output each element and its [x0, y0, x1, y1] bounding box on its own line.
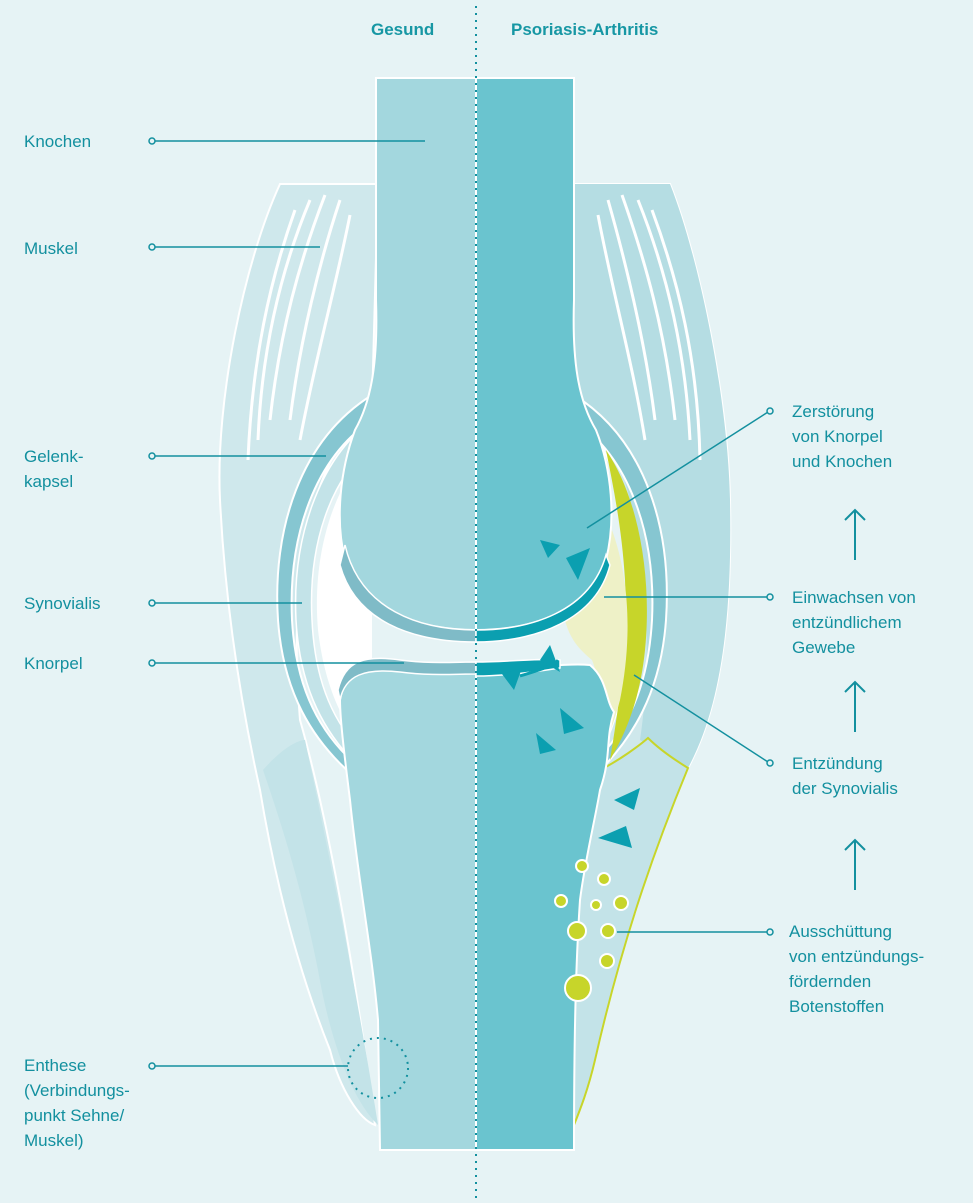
header-healthy: Gesund — [371, 20, 434, 40]
label-knorpel: Knorpel — [24, 651, 83, 676]
up-arrows — [845, 510, 865, 890]
leader-dots-left — [149, 138, 155, 1069]
header-psoriatic-arthritis: Psoriasis-Arthritis — [511, 20, 658, 40]
arrow-up-icon — [845, 682, 865, 732]
label-gelenkkapsel: Gelenk- kapsel — [24, 444, 84, 494]
label-muskel: Muskel — [24, 236, 78, 261]
messenger-dot-icon — [614, 896, 628, 910]
messenger-dot-icon — [576, 860, 588, 872]
messenger-dot-icon — [600, 954, 614, 968]
messenger-dot-icon — [598, 873, 610, 885]
label-synovialis: Synovialis — [24, 591, 101, 616]
arrow-up-icon — [845, 840, 865, 890]
messenger-dot-icon — [565, 975, 591, 1001]
label-einwachsen: Einwachsen von entzündlichem Gewebe — [792, 585, 916, 660]
label-ausschuettung: Ausschüttung von entzündungs- fördernden… — [789, 919, 924, 1019]
label-enthese: Enthese (Verbindungs- punkt Sehne/ Muske… — [24, 1053, 130, 1153]
messenger-dot-icon — [591, 900, 601, 910]
messenger-dot-icon — [568, 922, 586, 940]
messenger-dot-icon — [601, 924, 615, 938]
label-entzuendung: Entzündung der Synovialis — [792, 751, 898, 801]
messenger-dot-icon — [555, 895, 567, 907]
label-knochen: Knochen — [24, 129, 91, 154]
leader-dots-right — [767, 408, 773, 935]
arrow-up-icon — [845, 510, 865, 560]
label-zerstoerung: Zerstörung von Knorpel und Knochen — [792, 399, 892, 474]
